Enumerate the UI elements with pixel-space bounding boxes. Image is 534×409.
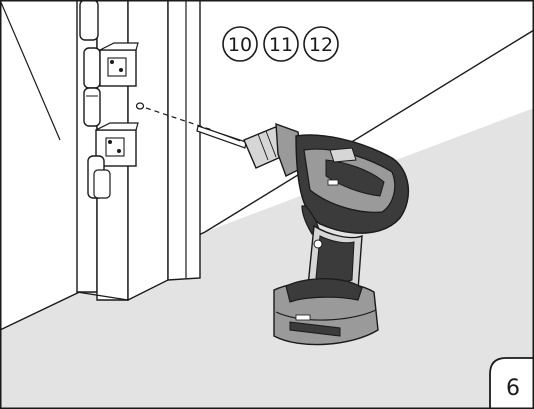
callout-circle — [303, 26, 339, 62]
hinge-lower — [87, 122, 139, 199]
part-callouts: 10 11 12 — [222, 26, 339, 62]
step-number: 6 — [506, 376, 520, 401]
step-number-tab: 6 — [489, 357, 534, 409]
cordless-drill — [196, 122, 410, 295]
callout-circle — [263, 26, 299, 62]
callout-label: 12 — [309, 34, 333, 56]
callout-label: 11 — [269, 34, 293, 56]
drill-bit — [196, 125, 247, 149]
callout-circle — [222, 26, 258, 62]
corner-line — [0, 0, 61, 141]
callout-label: 10 — [228, 34, 252, 56]
battery-pack — [273, 278, 379, 346]
wall-floor-edge-right — [204, 29, 534, 233]
drill-path — [145, 107, 213, 131]
hinge-upper — [79, 0, 139, 127]
pilot-hole — [135, 102, 145, 110]
